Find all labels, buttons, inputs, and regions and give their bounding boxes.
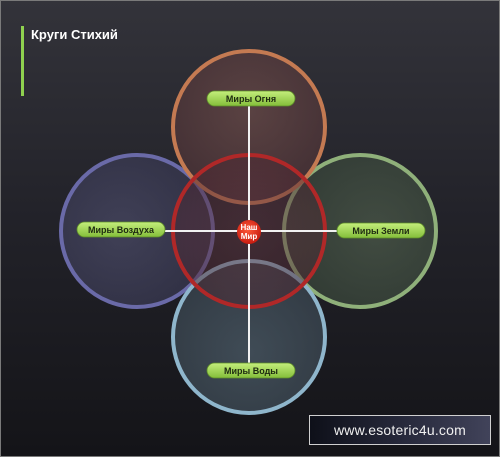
- earth-label: Миры Земли: [352, 226, 409, 236]
- air-label-pill: [76, 221, 166, 238]
- site-url: www.esoteric4u.com: [334, 422, 466, 438]
- fire-label-pill: [206, 90, 296, 107]
- earth-label-pill: [336, 222, 426, 239]
- page-title: Круги Стихий: [31, 27, 118, 42]
- our-world-label-line1: Наш: [241, 223, 258, 232]
- fire-label: Миры Огня: [226, 94, 276, 104]
- water-label-pill: [206, 362, 296, 379]
- our-world-dot: [237, 220, 261, 244]
- air-label: Миры Воздуха: [88, 225, 155, 235]
- title-accent-bar: [21, 26, 24, 96]
- water-label: Миры Воды: [224, 366, 278, 376]
- our-world-label-line2: Мир: [241, 232, 258, 241]
- site-badge: www.esoteric4u.com: [309, 415, 491, 445]
